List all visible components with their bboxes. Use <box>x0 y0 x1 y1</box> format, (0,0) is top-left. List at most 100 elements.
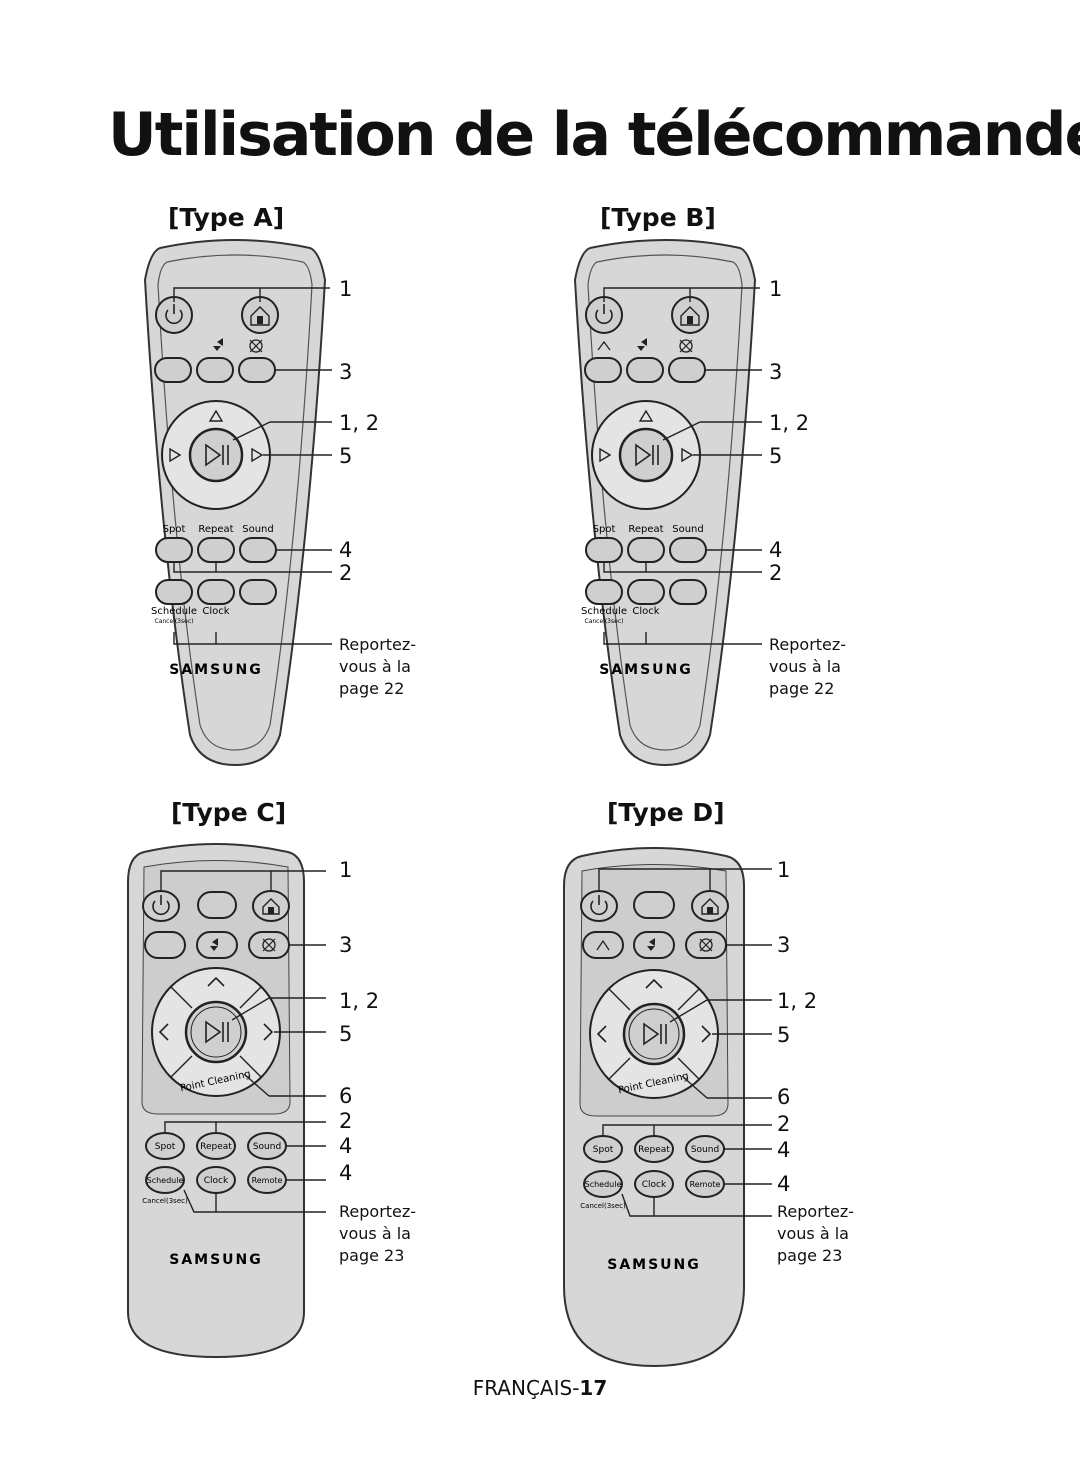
repeat-button[interactable] <box>197 537 235 563</box>
remote-type-d: Point Cleaning Spot Repeat Sound Schedul… <box>563 847 772 1368</box>
callout-d-12: 1, 2 <box>777 989 818 1013</box>
samsung-logo: SAMSUNG <box>169 662 263 678</box>
sound-label: Sound <box>691 1145 719 1155</box>
callout-b-1: 1 <box>769 277 783 301</box>
spot-button[interactable] <box>145 1132 185 1160</box>
callout-a-1: 1 <box>339 277 353 301</box>
callout-a-4: 4 <box>339 538 353 562</box>
arrow-right-icon <box>263 1023 274 1041</box>
home-charge-icon <box>252 890 290 922</box>
callout-b-2: 2 <box>769 561 783 585</box>
page-title: Utilisation de la télécommande <box>108 100 1080 170</box>
schedule-button[interactable] <box>155 579 193 605</box>
spot-button[interactable] <box>585 537 623 563</box>
play-pause-icon <box>618 427 674 483</box>
fan-icon <box>637 338 647 351</box>
ref-b-line-1: Reportez- <box>769 635 847 654</box>
callout-c-3: 3 <box>339 933 353 957</box>
power-icon <box>142 890 180 922</box>
sound-button[interactable] <box>669 537 707 563</box>
callout-c-12: 1, 2 <box>339 989 380 1013</box>
ref-d: Reportez- vous à la page 23 <box>777 1201 854 1267</box>
fan-icon <box>582 931 624 959</box>
callout-d-5: 5 <box>777 1023 791 1047</box>
ref-a-line-2: vous à la <box>339 657 411 676</box>
power-icon <box>155 296 193 334</box>
schedule-label: Schedule <box>585 1180 622 1189</box>
clock-button[interactable] <box>634 1170 674 1198</box>
arrow-left-icon <box>169 447 182 463</box>
ref-c-line-1: Reportez- <box>339 1202 417 1221</box>
arrow-up-icon <box>207 976 225 987</box>
sound-label: Sound <box>242 524 274 535</box>
callout-d-4a: 4 <box>777 1138 791 1162</box>
clock-label: Clock <box>202 606 229 617</box>
ref-a-line-1: Reportez- <box>339 635 417 654</box>
callout-b-3: 3 <box>769 360 783 384</box>
schedule-button[interactable] <box>583 1170 623 1198</box>
ref-b-line-2: vous à la <box>769 657 841 676</box>
callout-c-4a: 4 <box>339 1134 353 1158</box>
fan-icon <box>196 931 238 959</box>
repeat-label: Repeat <box>198 524 233 535</box>
ref-a: Reportez- vous à la page 22 <box>339 634 416 700</box>
remote-label: Remote <box>690 1180 721 1189</box>
clock-button[interactable] <box>197 579 235 605</box>
schedule-button[interactable] <box>145 1166 185 1194</box>
callout-b-4: 4 <box>769 538 783 562</box>
samsung-logo: SAMSUNG <box>599 662 693 678</box>
fan-icon <box>249 339 263 353</box>
remote-label: Remote <box>252 1176 283 1185</box>
ref-c-line-3: page 23 <box>339 1246 405 1265</box>
remote-type-c: Point Cleaning Spot Repeat Sound Schedul… <box>127 843 326 1359</box>
type-a-label: [Type A] <box>168 203 285 232</box>
page-number: 17 <box>579 1376 608 1400</box>
play-pause-icon <box>188 427 244 483</box>
ref-a-line-3: page 22 <box>339 679 405 698</box>
callout-b-12: 1, 2 <box>769 411 810 435</box>
callout-c-6: 6 <box>339 1084 353 1108</box>
ref-d-line-3: page 23 <box>777 1246 843 1265</box>
cancel-label: Cancel(3sec) <box>155 618 194 625</box>
repeat-button[interactable] <box>196 1132 236 1160</box>
ref-c-line-2: vous à la <box>339 1224 411 1243</box>
sound-label: Sound <box>253 1142 281 1152</box>
arrow-right-icon <box>701 1025 712 1043</box>
clock-label: Clock <box>642 1180 667 1190</box>
repeat-label: Repeat <box>638 1145 670 1155</box>
schedule-button[interactable] <box>585 579 623 605</box>
fan-icon <box>633 931 675 959</box>
clock-label: Clock <box>632 606 659 617</box>
arrow-up-icon <box>645 978 663 989</box>
remote-type-a: Spot Repeat Sound Schedule Clock Cancel(… <box>143 239 332 767</box>
clock-button[interactable] <box>627 579 665 605</box>
callout-a-3: 3 <box>339 360 353 384</box>
sound-button[interactable] <box>239 537 277 563</box>
power-icon <box>580 890 618 922</box>
callout-b-5: 5 <box>769 444 783 468</box>
fan-icon <box>597 340 611 351</box>
power-icon <box>585 296 623 334</box>
samsung-logo: SAMSUNG <box>607 1257 701 1273</box>
page-footer: FRANÇAIS-17 <box>0 1376 1080 1400</box>
callout-a-12: 1, 2 <box>339 411 380 435</box>
arrow-right-icon <box>681 447 694 463</box>
remote-type-b: Spot Repeat Sound Schedule Clock Cancel(… <box>573 239 762 767</box>
spot-button[interactable] <box>155 537 193 563</box>
cancel-label: Cancel(3sec) <box>142 1197 188 1205</box>
spot-label: Spot <box>593 1145 614 1155</box>
clock-button[interactable] <box>196 1166 236 1194</box>
callout-d-4b: 4 <box>777 1172 791 1196</box>
ref-c: Reportez- vous à la page 23 <box>339 1201 416 1267</box>
ref-b-line-3: page 22 <box>769 679 835 698</box>
fan-icon <box>213 338 223 351</box>
home-charge-icon <box>241 296 279 334</box>
arrow-left-icon <box>158 1023 169 1041</box>
repeat-button[interactable] <box>627 537 665 563</box>
cancel-label: Cancel(3sec) <box>580 1202 626 1210</box>
callout-c-1: 1 <box>339 858 353 882</box>
callout-d-3: 3 <box>777 933 791 957</box>
play-pause-icon <box>622 1002 686 1066</box>
callout-a-2: 2 <box>339 561 353 585</box>
arrow-left-icon <box>596 1025 607 1043</box>
